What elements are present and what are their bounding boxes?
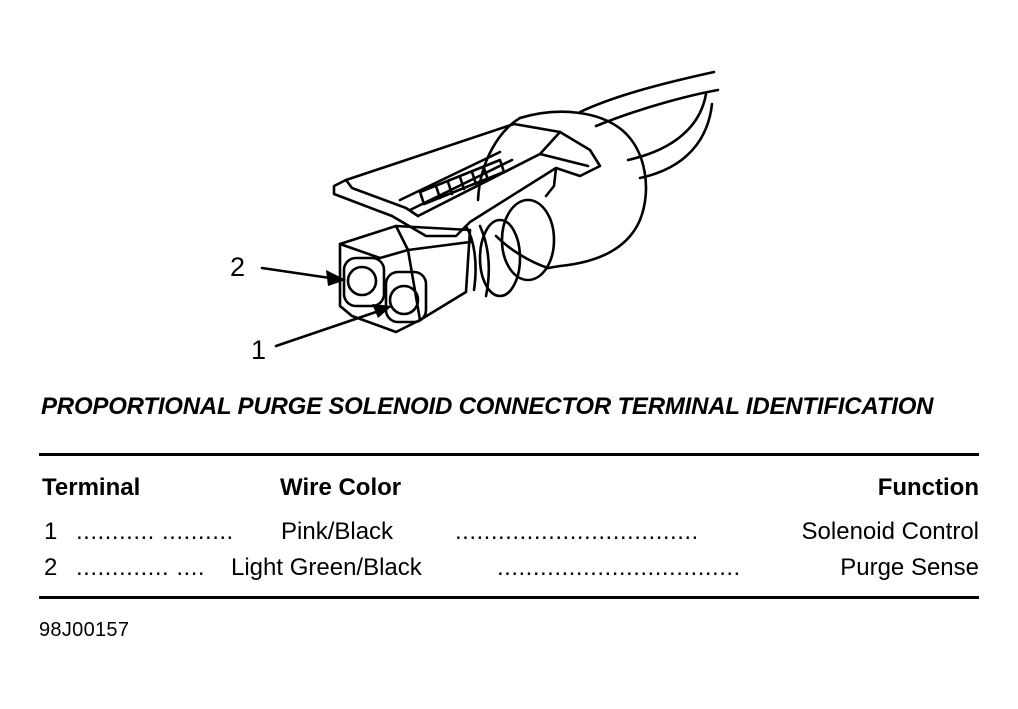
dot-leader: ............. .... <box>76 554 206 581</box>
arrowhead-terminal-1 <box>372 304 392 318</box>
locking-latch <box>332 122 602 238</box>
dot-leader: .................................. <box>497 554 741 581</box>
table-top-rule <box>39 453 979 456</box>
callout-leaders <box>260 266 378 348</box>
wire-harness <box>578 70 720 180</box>
callout-terminal-2: 2 <box>230 252 246 282</box>
wire-color: Light Green/Black <box>231 554 422 581</box>
diagram-title: PROPORTIONAL PURGE SOLENOID CONNECTOR TE… <box>41 393 934 420</box>
table-row: 2 ............. .... Light Green/Black .… <box>0 552 1018 584</box>
terminal-function: Solenoid Control <box>801 518 979 545</box>
header-function: Function <box>877 474 979 501</box>
table-row: 1 ........... .......... Pink/Black ....… <box>0 516 1018 548</box>
arrowhead-terminal-2 <box>326 270 346 286</box>
dot-leader: ........... .......... <box>76 518 234 545</box>
wire-color: Pink/Black <box>281 518 394 545</box>
terminal-number: 2 <box>44 554 58 581</box>
dot-leader: .................................. <box>455 518 699 545</box>
figure-code: 98J00157 <box>39 619 130 641</box>
callout-terminal-1: 1 <box>251 335 267 365</box>
terminal-number: 1 <box>44 518 58 545</box>
header-wire-color: Wire Color <box>280 474 402 501</box>
table-bottom-rule <box>39 596 979 599</box>
header-terminal: Terminal <box>42 474 141 501</box>
connector-face <box>338 224 472 334</box>
terminal-function: Purge Sense <box>840 554 979 581</box>
terminal-1-cavity <box>388 284 420 316</box>
terminal-2-cavity <box>346 265 378 297</box>
connector-body <box>464 110 648 298</box>
connector-illustration <box>260 70 720 348</box>
